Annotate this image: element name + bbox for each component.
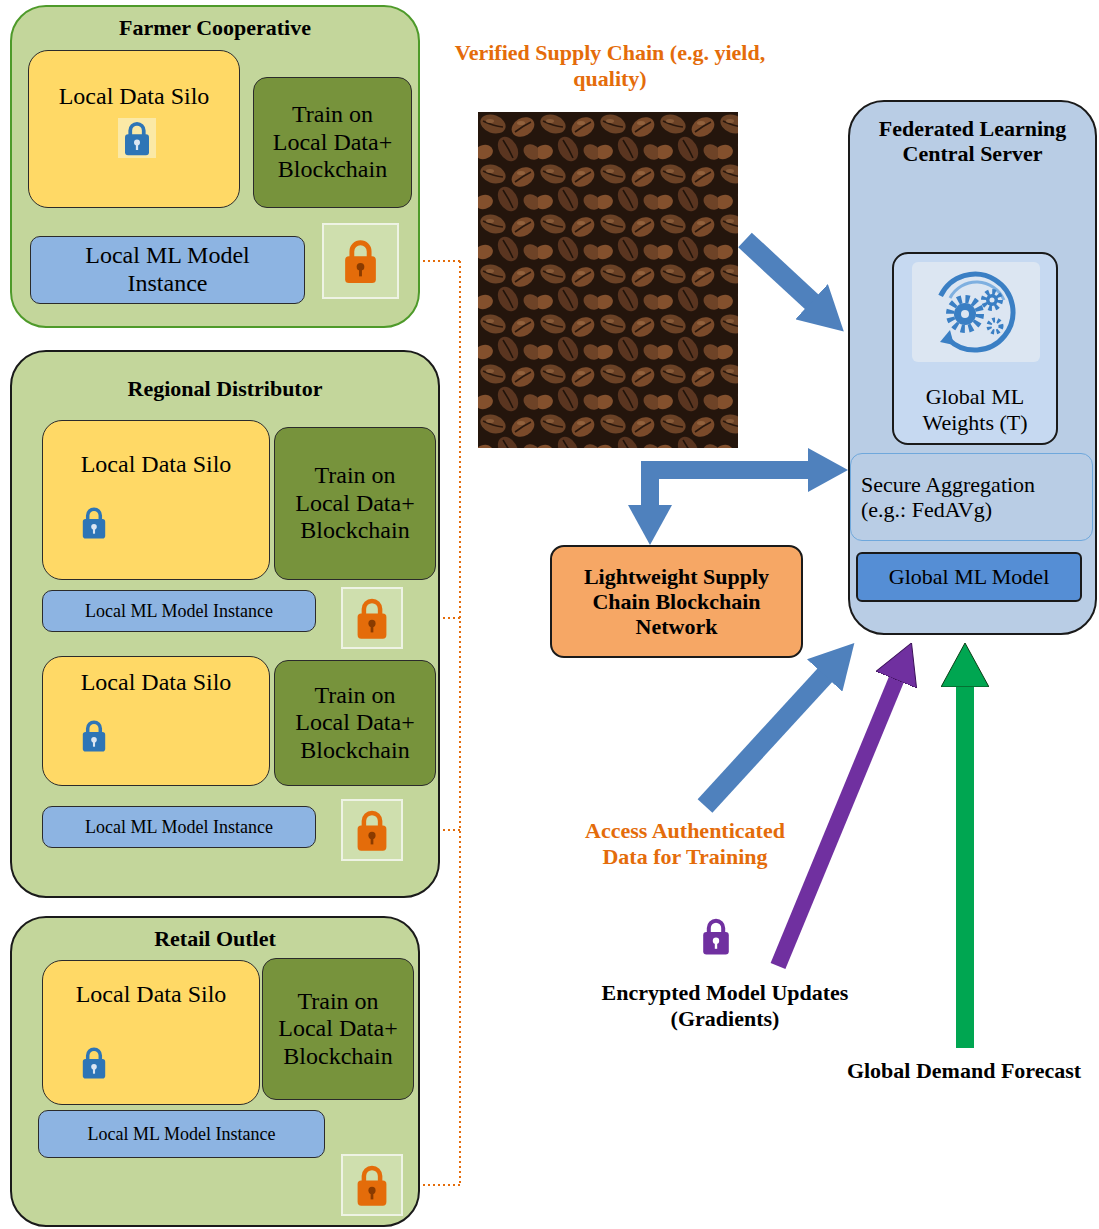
flow-label: Encrypted Model Updates (Gradients) [575, 980, 875, 1033]
weights-box: Global ML Weights (T) [892, 252, 1058, 445]
connector-line [650, 470, 808, 505]
box-label: Lightweight Supply Chain Blockchain Netw… [568, 564, 785, 640]
lock-frame [342, 588, 402, 648]
forecast-arrow [965, 685, 966, 1048]
training-box: Train on Local Data+ Blockchain [274, 660, 436, 786]
box-label: Global ML Model [889, 564, 1050, 589]
gear-icon [912, 262, 1040, 362]
silo-lock-part [125, 124, 149, 156]
training-box: Train on Local Data+ Blockchain [262, 958, 414, 1100]
gear-icon-part [989, 320, 1001, 332]
data-flow-arrow [745, 240, 813, 303]
model-box: Local ML Model Instance [42, 590, 316, 632]
box-label: Local Data Silo [81, 451, 232, 479]
group-title: Retail Outlet [154, 926, 276, 951]
box-label: Local ML Model Instance [88, 1124, 276, 1145]
box-label: Local ML Model Instance [61, 242, 274, 297]
connector-arrow [628, 448, 848, 545]
gear-icon-part [950, 282, 1004, 300]
box-label: Local ML Model Instance [85, 817, 273, 838]
encrypted-update-arrow-part [778, 678, 897, 966]
flow-label: Access Authenticated Data for Training [560, 818, 810, 871]
gear-icon-part [940, 330, 954, 345]
box-label: Train on Local Data+ Blockchain [268, 101, 397, 184]
data-access-arrow [705, 674, 826, 806]
box-label: Train on Local Data+ Blockchain [291, 462, 419, 545]
forecast-arrow-part [956, 685, 974, 1048]
gear-icon-part [941, 274, 1013, 350]
silo-lock-part [83, 722, 105, 751]
blockchain-box: Lightweight Supply Chain Blockchain Netw… [550, 545, 803, 658]
silo-lock-part [83, 1049, 105, 1078]
box-label: Train on Local Data+ Blockchain [291, 682, 419, 765]
silo-lock-part [83, 509, 105, 538]
stakeholder-group: Farmer CooperativeLocal Data SiloTrain o… [10, 5, 420, 328]
silo-lock [83, 509, 105, 538]
silo-lock-part [118, 118, 156, 158]
coffee-beans-photo-part [478, 112, 738, 448]
coffee-beans-photo [478, 112, 738, 448]
leader-lines-part [459, 261, 461, 1185]
gear-icon-part [961, 310, 969, 318]
arrowhead [808, 448, 848, 492]
silo-lock [118, 118, 156, 158]
encrypted-update-arrow [778, 678, 897, 966]
aggregation-box: Secure Aggregation (e.g.: FedAVg) [850, 453, 1093, 541]
model-box: Global ML Model [856, 552, 1082, 602]
lock-frame [342, 1155, 402, 1215]
silo-lock [83, 722, 105, 751]
lock-frame-part [358, 1168, 387, 1206]
gear-icon-part [993, 324, 997, 328]
lock-frame-part [345, 243, 376, 283]
lock-frame-part [323, 224, 398, 298]
box-label: Local ML Model Instance [85, 601, 273, 622]
group-title: Regional Distributor [128, 376, 323, 401]
lock-frame-part [342, 588, 402, 648]
gear-icon-part [954, 303, 976, 325]
model-box: Local ML Model Instance [30, 236, 305, 304]
stakeholder-group: Regional DistributorLocal Data SiloTrain… [10, 350, 440, 898]
arrowhead [628, 505, 672, 545]
gear-icon-part [986, 294, 998, 306]
gear-icon-part [912, 262, 1040, 362]
gear-icon-part [990, 298, 995, 303]
data-silo-box: Local Data Silo [42, 960, 260, 1105]
silo-lock [83, 1049, 105, 1078]
model-box: Local ML Model Instance [38, 1110, 325, 1158]
lock-frame-part [342, 1155, 402, 1215]
box-label: Local Data Silo [76, 981, 227, 1009]
lock-frame-part [342, 800, 402, 860]
flow-label: Verified Supply Chain (e.g. yield, quali… [440, 40, 780, 93]
leader-lines-part [414, 1184, 460, 1186]
data-access-arrow-part [705, 674, 826, 806]
box-label: Secure Aggregation (e.g.: FedAVg) [861, 472, 1082, 523]
encryption-lock-part [703, 921, 729, 955]
flow-label: Global Demand Forecast [833, 1058, 1095, 1084]
encryption-lock [703, 921, 729, 955]
training-box: Train on Local Data+ Blockchain [253, 77, 412, 208]
box-label: Local Data Silo [81, 669, 232, 697]
data-silo-box: Local Data Silo [42, 420, 270, 580]
data-silo-box: Local Data Silo [28, 50, 240, 208]
group-title: Federated Learning Central Server [858, 116, 1087, 167]
lock-frame [323, 224, 398, 298]
model-box: Local ML Model Instance [42, 806, 316, 848]
box-label: Train on Local Data+ Blockchain [275, 988, 401, 1071]
lock-frame-part [358, 601, 387, 639]
data-flow-arrow-part [745, 240, 813, 303]
stakeholder-group: Retail OutletLocal Data Silo Train on Loc… [10, 916, 420, 1227]
training-box: Train on Local Data+ Blockchain [274, 427, 436, 580]
box-label: Local Data Silo [59, 83, 210, 111]
gear-icon-part [984, 292, 1000, 308]
server-group: Federated Learning Central ServerGlobal … [848, 100, 1097, 635]
lock-frame-part [358, 813, 387, 851]
box-label: Global ML Weights (T) [900, 384, 1050, 435]
data-silo-box: Local Data Silo [42, 656, 270, 786]
lock-frame [342, 800, 402, 860]
gear-icon-part [950, 299, 980, 329]
group-title: Farmer Cooperative [119, 15, 311, 40]
